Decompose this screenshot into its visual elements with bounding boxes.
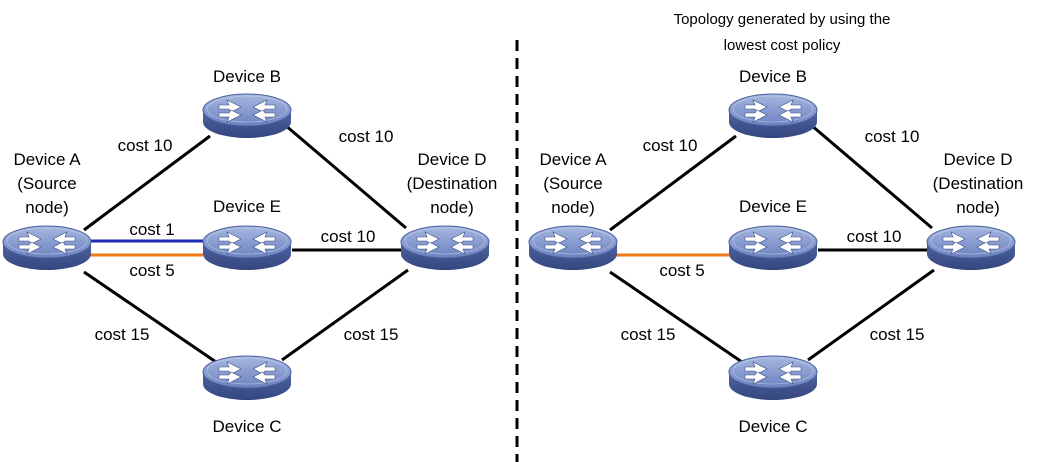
cost-label-a-e-blue: cost 1 <box>129 220 174 239</box>
router-icon-device-e <box>202 225 292 271</box>
device-a-role-line2: node) <box>551 198 594 217</box>
router-icon-device-c <box>202 355 292 401</box>
router-icon-device-d <box>400 225 490 271</box>
cost-label-c-d: cost 15 <box>344 325 399 344</box>
router-icon-device-a <box>528 225 618 271</box>
device-a-name: Device A <box>13 150 81 169</box>
cost-label-a-e-orange: cost 5 <box>129 261 174 280</box>
device-d-name: Device D <box>418 150 487 169</box>
device-d-name: Device D <box>944 150 1013 169</box>
left-topology: Device A (Source node) Device B Device E… <box>2 67 498 436</box>
device-e-name: Device E <box>213 197 281 216</box>
cost-label-a-b: cost 10 <box>643 136 698 155</box>
cost-label-a-e-orange: cost 5 <box>659 261 704 280</box>
device-d-role-line2: node) <box>430 198 473 217</box>
link-a-b <box>83 134 211 232</box>
device-a-role-line1: (Source <box>543 174 603 193</box>
device-b-name: Device B <box>739 67 807 86</box>
device-d-role-line1: (Destination <box>407 174 498 193</box>
device-e-name: Device E <box>739 197 807 216</box>
link-b-d <box>284 123 407 230</box>
cost-label-c-d: cost 15 <box>870 325 925 344</box>
device-a-role-line2: node) <box>25 198 68 217</box>
router-icon-device-c <box>728 355 818 401</box>
device-d-role-line1: (Destination <box>933 174 1024 193</box>
router-icon-device-b <box>728 93 818 139</box>
device-b-name: Device B <box>213 67 281 86</box>
link-a-c <box>83 270 217 364</box>
router-icon-device-e <box>728 225 818 271</box>
link-b-d <box>810 123 933 230</box>
cost-label-a-c: cost 15 <box>621 325 676 344</box>
device-d-role-line2: node) <box>956 198 999 217</box>
cost-label-a-c: cost 15 <box>95 325 150 344</box>
cost-label-b-d: cost 10 <box>339 127 394 146</box>
router-icon-device-b <box>202 93 292 139</box>
device-a-role-line1: (Source <box>17 174 77 193</box>
right-title-line1: Topology generated by using the <box>674 11 891 28</box>
link-a-c <box>609 270 743 364</box>
link-c-d <box>807 268 935 362</box>
cost-label-a-b: cost 10 <box>118 136 173 155</box>
link-c-d <box>281 268 409 362</box>
cost-label-b-d: cost 10 <box>865 127 920 146</box>
router-icon-device-a <box>2 225 92 271</box>
cost-label-e-d: cost 10 <box>321 227 376 246</box>
link-a-b <box>609 134 737 232</box>
device-c-name: Device C <box>213 417 282 436</box>
device-c-name: Device C <box>739 417 808 436</box>
cost-label-e-d: cost 10 <box>847 227 902 246</box>
router-icon-device-d <box>926 225 1016 271</box>
right-topology: Topology generated by using the lowest c… <box>528 11 1024 436</box>
device-a-name: Device A <box>539 150 607 169</box>
right-title-line2: lowest cost policy <box>724 37 841 54</box>
